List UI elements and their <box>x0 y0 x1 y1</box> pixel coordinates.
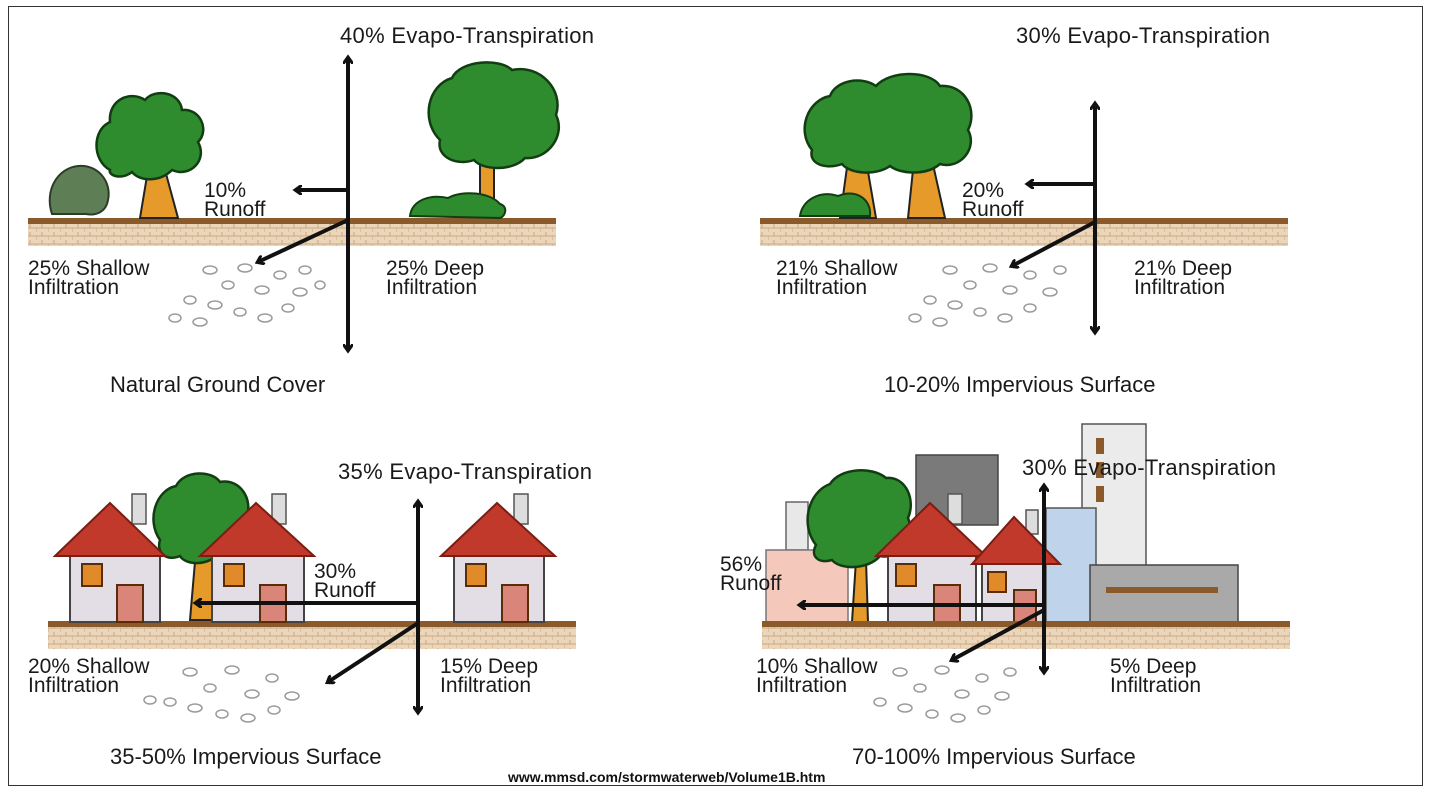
gravel <box>873 665 1017 723</box>
runoff-text: Runoff <box>720 572 782 595</box>
gravel <box>143 665 300 723</box>
deep-text: Infiltration <box>1134 276 1226 299</box>
soil-strip <box>28 224 556 246</box>
evapo-label: 35% Evapo-Transpiration <box>338 459 593 484</box>
shallow-percent: 21% Shallow <box>776 257 898 280</box>
soil-strip <box>762 627 1290 649</box>
evapo-label: 30% Evapo-Transpiration <box>1016 23 1271 48</box>
shallow-label: 20% Shallow Infiltration <box>28 655 150 697</box>
shallow-label: 25% Shallow Infiltration <box>28 257 150 299</box>
shallow-percent: 25% Shallow <box>28 257 150 280</box>
building-icon <box>1089 564 1239 623</box>
shallow-text: Infiltration <box>28 276 120 299</box>
deep-percent: 5% Deep <box>1110 655 1197 678</box>
building-icon <box>785 501 809 551</box>
shallow-percent: 20% Shallow <box>28 655 150 678</box>
deep-text: Infiltration <box>440 674 532 697</box>
evapo-label: 40% Evapo-Transpiration <box>340 23 595 48</box>
runoff-text: Runoff <box>962 198 1024 221</box>
shallow-text: Infiltration <box>28 674 120 697</box>
ground-line <box>48 621 576 627</box>
panel-caption: 70-100% Impervious Surface <box>852 744 1136 769</box>
deep-label: 5% Deep Infiltration <box>1110 655 1202 697</box>
runoff-text: Runoff <box>314 579 376 602</box>
tree-icon <box>408 61 561 220</box>
runoff-percent: 30% <box>314 560 357 583</box>
deep-text: Infiltration <box>386 276 478 299</box>
tree-icon <box>798 72 973 219</box>
runoff-percent: 56% <box>720 553 763 576</box>
house-icon <box>873 493 989 623</box>
house-icon <box>969 509 1063 623</box>
runoff-percent: 20% <box>962 179 1005 202</box>
gravel <box>908 263 1067 327</box>
deep-percent: 21% Deep <box>1134 257 1233 280</box>
panel-10-20 <box>760 72 1288 332</box>
flow-arrows <box>258 58 348 350</box>
panel-natural <box>28 58 561 350</box>
source-url: www.mmsd.com/stormwaterweb/Volume1B.htm <box>508 769 826 785</box>
runoff-label: 56% Runoff <box>720 553 782 595</box>
gravel <box>168 263 326 327</box>
tree-icon <box>95 91 205 219</box>
shallow-label: 10% Shallow Infiltration <box>756 655 878 697</box>
deep-label: 25% Deep Infiltration <box>386 257 485 299</box>
house-icon <box>197 493 317 623</box>
shallow-text: Infiltration <box>776 276 868 299</box>
runoff-percent: 10% <box>204 179 247 202</box>
deep-percent: 15% Deep <box>440 655 539 678</box>
evapo-label: 30% Evapo-Transpiration <box>1022 455 1277 480</box>
panel-caption: 10-20% Impervious Surface <box>884 372 1156 397</box>
deep-percent: 25% Deep <box>386 257 485 280</box>
panel-caption: 35-50% Impervious Surface <box>110 744 382 769</box>
panel-caption: Natural Ground Cover <box>110 372 326 397</box>
deep-text: Infiltration <box>1110 674 1202 697</box>
flow-arrows <box>800 486 1044 672</box>
house-icon <box>438 493 558 623</box>
ground-line <box>760 218 1288 224</box>
flow-arrows <box>196 502 418 712</box>
shallow-text: Infiltration <box>756 674 848 697</box>
ground-line <box>28 218 556 224</box>
flow-arrows <box>1012 104 1095 332</box>
shallow-percent: 10% Shallow <box>756 655 878 678</box>
runoff-label: 30% Runoff <box>314 560 376 602</box>
bush-icon <box>48 164 110 216</box>
runoff-text: Runoff <box>204 198 266 221</box>
deep-label: 21% Deep Infiltration <box>1134 257 1233 299</box>
diagram-frame <box>8 6 1423 786</box>
soil-strip <box>760 224 1288 246</box>
house-icon <box>52 493 168 623</box>
shallow-label: 21% Shallow Infiltration <box>776 257 898 299</box>
runoff-label: 10% Runoff <box>204 179 266 221</box>
panel-35-50 <box>48 472 576 723</box>
deep-label: 15% Deep Infiltration <box>440 655 539 697</box>
soil-strip <box>48 627 576 649</box>
runoff-label: 20% Runoff <box>962 179 1024 221</box>
ground-line <box>762 621 1290 627</box>
panel-70-100 <box>762 423 1290 723</box>
